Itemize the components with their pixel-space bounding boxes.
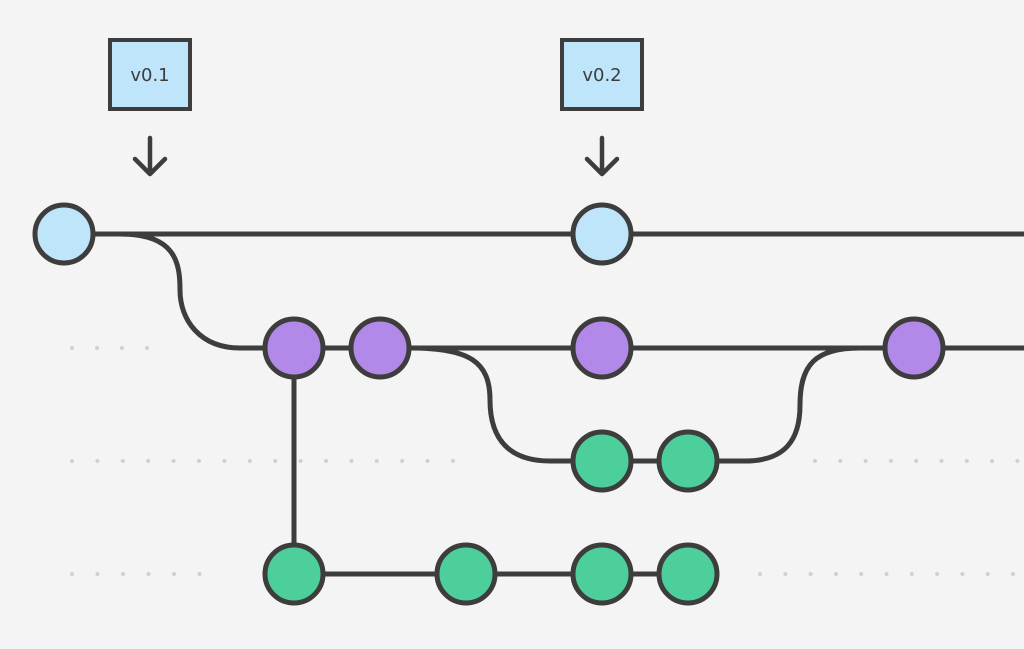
feature-b-commits bbox=[262, 542, 720, 606]
commit-develop-3 bbox=[570, 316, 634, 380]
commit-master-1 bbox=[32, 202, 96, 266]
edge-feature-a-merge bbox=[685, 345, 863, 464]
master-commits bbox=[32, 202, 634, 266]
commit-develop-4 bbox=[882, 316, 946, 380]
tag-v0-2: v0.2 bbox=[560, 38, 644, 177]
down-arrow-icon bbox=[132, 135, 168, 177]
lane-guides bbox=[70, 346, 1024, 576]
commit-develop-1 bbox=[262, 316, 326, 380]
commit-feature-a-2 bbox=[656, 429, 720, 493]
edge-feature-a-branch-off bbox=[407, 345, 605, 464]
edge-develop-branch-off bbox=[117, 231, 297, 351]
tag-label: v0.1 bbox=[130, 65, 169, 86]
commit-develop-2 bbox=[348, 316, 412, 380]
commit-master-2 bbox=[570, 202, 634, 266]
tag-box bbox=[560, 38, 644, 111]
tag-label: v0.2 bbox=[582, 65, 621, 86]
down-arrow-icon bbox=[584, 135, 620, 177]
commit-feature-b-1 bbox=[262, 542, 326, 606]
commit-feature-b-2 bbox=[434, 542, 498, 606]
commit-feature-b-3 bbox=[570, 542, 634, 606]
commit-feature-b-4 bbox=[656, 542, 720, 606]
tag-box bbox=[108, 38, 192, 111]
develop-commits bbox=[262, 316, 946, 380]
tag-v0-1: v0.1 bbox=[108, 38, 192, 177]
commit-feature-a-1 bbox=[570, 429, 634, 493]
feature-a-commits bbox=[570, 429, 720, 493]
